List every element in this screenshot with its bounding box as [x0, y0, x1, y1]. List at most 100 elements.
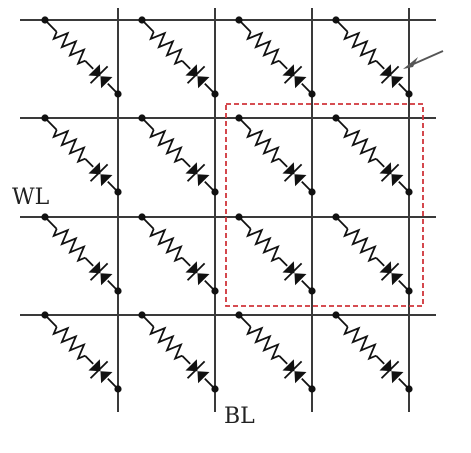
selector-symbol [282, 261, 307, 286]
cell-lead [375, 158, 385, 168]
selector-symbol [379, 359, 404, 384]
selector-symbol [88, 261, 113, 286]
cell-lead [181, 355, 191, 365]
resistor-symbol [343, 129, 377, 164]
cell-lead [375, 355, 385, 365]
junction-dot [308, 385, 316, 393]
memory-cell [138, 213, 219, 295]
resistor-symbol [246, 228, 280, 263]
selector-symbol [185, 261, 210, 286]
selector-bar [89, 65, 109, 84]
junction-dot [138, 311, 146, 319]
selector-bar [89, 360, 109, 379]
selector-bar [89, 262, 109, 281]
junction-dot [235, 114, 243, 122]
selector-bar [380, 65, 400, 84]
cell-lead [84, 355, 94, 365]
cell-lead [375, 257, 385, 267]
junction-dot [332, 213, 340, 221]
memory-cell [332, 114, 413, 196]
resistor-symbol [343, 31, 377, 66]
junction-dot [211, 188, 219, 196]
memory-cells [41, 16, 413, 393]
junction-dot [308, 287, 316, 295]
junction-dot [114, 188, 122, 196]
selector-symbol [185, 162, 210, 187]
cell-lead [84, 257, 94, 267]
junction-dot [41, 213, 49, 221]
selector-bar [283, 65, 303, 84]
memory-cell [41, 311, 122, 393]
cell-lead [278, 257, 288, 267]
memory-cell [138, 114, 219, 196]
resistor-symbol [149, 228, 183, 263]
selector-symbol [282, 64, 307, 89]
selector-symbol [185, 359, 210, 384]
selector-symbol [88, 64, 113, 89]
memory-cell [138, 311, 219, 393]
selector-bar [380, 163, 400, 182]
resistor-symbol [52, 326, 86, 361]
cell-lead [278, 158, 288, 168]
selector-bar [186, 163, 206, 182]
junction-dot [41, 311, 49, 319]
junction-dot [138, 114, 146, 122]
junction-dot [41, 114, 49, 122]
resistor-symbol [149, 31, 183, 66]
cell-lead [375, 60, 385, 70]
memory-cell [235, 114, 316, 196]
junction-dot [235, 311, 243, 319]
bit-line-label: BL [224, 404, 255, 429]
junction-dot [332, 16, 340, 24]
memory-cell [235, 16, 316, 98]
junction-dot [211, 287, 219, 295]
junction-dot [114, 287, 122, 295]
resistor-symbol [343, 228, 377, 263]
memory-cell [138, 16, 219, 98]
selector-symbol [282, 162, 307, 187]
memory-cell [41, 213, 122, 295]
resistor-symbol [52, 129, 86, 164]
cell-lead [278, 355, 288, 365]
junction-dot [308, 90, 316, 98]
memory-cell [332, 16, 413, 98]
resistor-symbol [149, 326, 183, 361]
cell-lead [278, 60, 288, 70]
junction-dot [114, 90, 122, 98]
memory-cell [41, 114, 122, 196]
resistor-symbol [149, 129, 183, 164]
memory-cell [235, 311, 316, 393]
junction-dot [235, 16, 243, 24]
junction-dot [405, 90, 413, 98]
resistor-symbol [246, 129, 280, 164]
cell-lead [84, 158, 94, 168]
cell-lead [181, 257, 191, 267]
annotations [225, 50, 444, 307]
selector-bar [283, 360, 303, 379]
junction-dot [405, 287, 413, 295]
junction-dot [332, 114, 340, 122]
cell-lead [181, 60, 191, 70]
selector-bar [283, 163, 303, 182]
memory-cell [332, 213, 413, 295]
resistor-symbol [343, 326, 377, 361]
cell-lead [84, 60, 94, 70]
selector-symbol [88, 359, 113, 384]
grid-lines [20, 8, 436, 412]
selector-symbol [379, 162, 404, 187]
junction-dot [211, 385, 219, 393]
resistor-symbol [246, 31, 280, 66]
junction-dot [138, 213, 146, 221]
junction-dot [138, 16, 146, 24]
resistor-symbol [246, 326, 280, 361]
selector-bar [186, 262, 206, 281]
memory-cell [332, 311, 413, 393]
word-line-label: WL [12, 185, 50, 210]
selector-bar [89, 163, 109, 182]
junction-dot [235, 213, 243, 221]
junction-dot [114, 385, 122, 393]
resistor-symbol [52, 228, 86, 263]
memory-cell [235, 213, 316, 295]
resistor-symbol [52, 31, 86, 66]
selector-bar [283, 262, 303, 281]
